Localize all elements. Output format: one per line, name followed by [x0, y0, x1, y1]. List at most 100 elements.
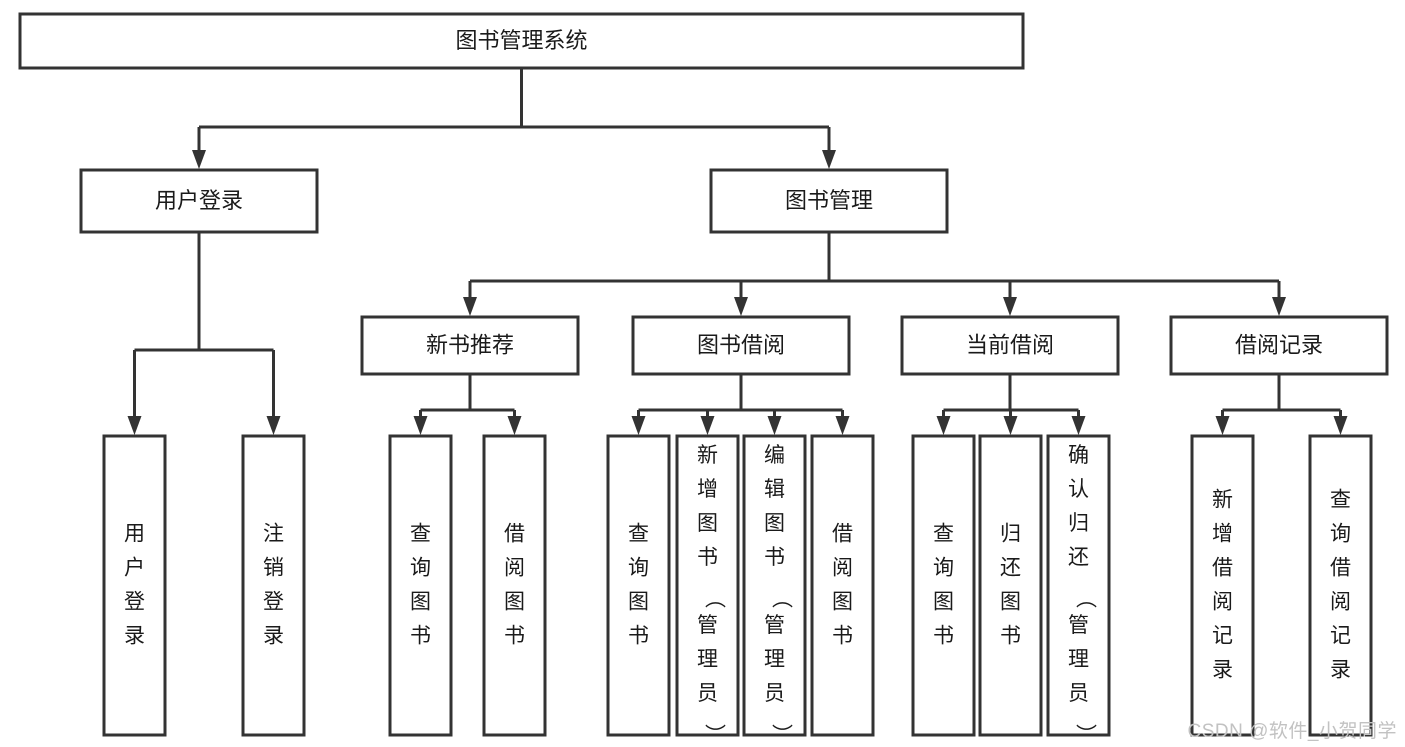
node-label-char: （ [1074, 588, 1097, 609]
node-label-char: 阅 [832, 557, 853, 580]
node-label-char: 查 [628, 523, 649, 546]
node-label-char: 销 [263, 557, 284, 580]
node-new-book-recommend[interactable]: 新书推荐 [360, 315, 580, 376]
node-label-char: 书 [504, 625, 525, 648]
node-label-char: 理 [697, 648, 718, 671]
node-label-char: 借 [1212, 557, 1233, 580]
node-box [18, 12, 1025, 70]
node-label-char: 询 [410, 557, 431, 580]
node-label-char: 阅 [1212, 591, 1233, 614]
node-label-char: 查 [410, 523, 431, 546]
node-book-manage[interactable]: 图书管理 [709, 168, 949, 234]
node-label-char: 登 [263, 591, 284, 614]
node-label-char: （ [770, 588, 793, 609]
node-box [102, 434, 167, 737]
node-label-char: 书 [933, 625, 954, 648]
node-label-char: 记 [1330, 625, 1351, 648]
node-label-char: ） [703, 724, 726, 745]
node-label-char: 图 [697, 512, 718, 535]
node-label-char: ） [770, 724, 793, 745]
node-label-char: 借 [1330, 557, 1351, 580]
node-label-char: 员 [1068, 682, 1089, 705]
node-label-char: 新 [697, 444, 718, 467]
node-label: 当前借阅 [966, 332, 1054, 357]
node-label-char: 理 [764, 648, 785, 671]
node-box [388, 434, 453, 737]
node-label: 用户登录 [155, 188, 243, 213]
edge-group-user-login [127, 232, 281, 435]
node-label-char: 户 [124, 557, 145, 580]
node-box [482, 434, 547, 737]
node-label: 新书推荐 [426, 332, 514, 357]
node-label-char: 书 [697, 546, 718, 569]
node-label-char: 登 [124, 591, 145, 614]
node-book-borrow[interactable]: 图书借阅 [631, 315, 851, 376]
node-label-char: 图 [832, 591, 853, 614]
node-box [631, 315, 851, 376]
node-label-char: 编 [764, 444, 785, 467]
node-label-char: 询 [628, 557, 649, 580]
node-leaf-user-login[interactable]: 用户登录 [102, 434, 167, 737]
edge-group-book-borrow [631, 374, 850, 435]
node-label-char: 注 [263, 523, 284, 546]
node-box [911, 434, 976, 737]
node-label: 图书管理系统 [455, 28, 587, 53]
node-box [606, 434, 671, 737]
node-label-char: 图 [933, 591, 954, 614]
node-label-char: 阅 [1330, 591, 1351, 614]
node-label-char: 询 [933, 557, 954, 580]
node-label-char: 录 [1212, 659, 1233, 682]
edge-group-root [192, 68, 836, 169]
node-box [1046, 434, 1111, 737]
node-label-char: 管 [697, 614, 718, 637]
node-user-login[interactable]: 用户登录 [79, 168, 319, 234]
node-box [900, 315, 1120, 376]
node-box [241, 434, 306, 737]
node-box [810, 434, 875, 737]
node-borrow-record[interactable]: 借阅记录 [1169, 315, 1389, 376]
node-label: 借阅记录 [1235, 332, 1323, 357]
node-label-char: 辑 [764, 478, 785, 501]
node-label-char: 录 [263, 625, 284, 648]
node-box [1308, 434, 1373, 737]
node-root[interactable]: 图书管理系统 [18, 12, 1025, 70]
node-label-char: 录 [1330, 659, 1351, 682]
node-box [675, 434, 740, 737]
node-label-char: 书 [1000, 625, 1021, 648]
node-label-char: 还 [1068, 546, 1089, 569]
node-label-char: 还 [1000, 557, 1021, 580]
node-label-char: 记 [1212, 625, 1233, 648]
node-label-char: 图 [410, 591, 431, 614]
node-label-char: 增 [1212, 523, 1233, 546]
node-label-char: 询 [1330, 523, 1351, 546]
edge-group-borrow-record [1215, 374, 1348, 435]
node-current-borrow[interactable]: 当前借阅 [900, 315, 1120, 376]
node-label-char: （ [703, 588, 726, 609]
node-label-char: 阅 [504, 557, 525, 580]
node-box [1190, 434, 1255, 737]
node-label-char: 图 [1000, 591, 1021, 614]
edge-layer [127, 68, 1348, 435]
node-label-char: 图 [628, 591, 649, 614]
node-label-char: 管 [764, 614, 785, 637]
node-label-char: 用 [124, 523, 145, 546]
node-label-char: 查 [1330, 489, 1351, 512]
node-label: 图书管理 [785, 188, 873, 213]
node-label: 图书借阅 [697, 332, 785, 357]
node-label-char: 认 [1068, 478, 1089, 501]
edge-group-new-book-recommend [413, 374, 522, 435]
node-box [709, 168, 949, 234]
